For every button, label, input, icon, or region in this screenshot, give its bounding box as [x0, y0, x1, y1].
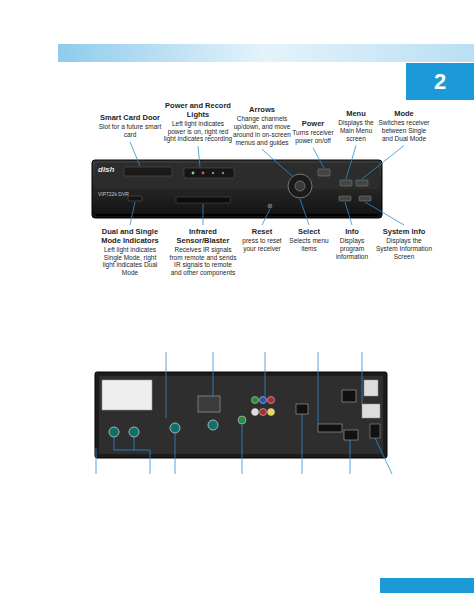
- model-name: VIP722k DVR: [98, 191, 129, 197]
- callout-heading: Info: [331, 228, 373, 237]
- light-panel: [184, 168, 234, 178]
- callout-description: Left light indicates Single Mode, right …: [97, 246, 163, 277]
- callout-heading: Smart Card Door: [97, 114, 163, 123]
- callout-description: Displays the Main Menu screen: [336, 119, 376, 142]
- callout-description: Displays program information: [331, 237, 373, 260]
- callout-description: Change channels up/down, and move around…: [233, 115, 291, 146]
- mode-button: [356, 180, 368, 186]
- callout-heading: Infrared Sensor/Blaster: [169, 228, 237, 245]
- leader-line: [346, 146, 356, 179]
- callout-heading: System Info: [375, 228, 433, 237]
- callout-heading: Reset: [239, 228, 285, 237]
- leader-line: [365, 202, 404, 225]
- leader-line: [313, 148, 324, 168]
- callout-heading: Power: [291, 120, 335, 129]
- leader-line: [262, 149, 292, 176]
- callout-description: Receives IR signals from remote and send…: [169, 246, 237, 277]
- reset-button: [268, 204, 272, 208]
- leader-line: [300, 199, 309, 225]
- callout-description: Left light indicates power is on, right …: [163, 120, 233, 143]
- callout-description: Selects menu items: [289, 237, 329, 253]
- callout-description: Slot for a future smart card: [97, 123, 163, 139]
- leader-line: [130, 202, 135, 225]
- callout-description: press to reset your receiver: [239, 237, 285, 253]
- callout-heading: Power and Record Lights: [163, 102, 233, 119]
- callout-heading: Mode: [376, 110, 432, 119]
- leader-line: [198, 146, 200, 167]
- power-button: [318, 169, 330, 176]
- leader-line: [203, 204, 204, 225]
- chapter-number: 2: [434, 69, 446, 95]
- callout-heading: Dual and Single Mode Indicators: [97, 228, 163, 245]
- select-button: [295, 181, 305, 191]
- callout-description: Switches receiver between Single and Dua…: [376, 119, 432, 142]
- callout-heading: Arrows: [233, 106, 291, 115]
- leader-line: [362, 146, 404, 179]
- rear-leader-lines: [96, 352, 392, 474]
- footer-bar: [380, 578, 474, 593]
- callout-description: Turns receiver power on/off: [291, 129, 335, 145]
- smart-card-slot: [124, 167, 172, 176]
- leader-line: [345, 202, 352, 225]
- info-button: [339, 196, 351, 201]
- receiver-rear: [95, 372, 387, 458]
- chapter-tab: 2: [406, 63, 474, 100]
- front-leader-lines: [130, 142, 404, 225]
- system-info-button: [359, 196, 371, 201]
- brand-logo: dish: [98, 165, 114, 174]
- menu-button: [340, 180, 352, 186]
- leader-line: [262, 209, 270, 225]
- header-bar: [58, 44, 474, 62]
- callout-heading: Select: [289, 228, 329, 237]
- arrow-pad: [288, 174, 312, 198]
- callout-heading: Menu: [336, 110, 376, 119]
- ir-window: [176, 197, 230, 203]
- leader-line: [130, 142, 140, 166]
- callout-description: Displays the System Information Screen: [375, 237, 433, 260]
- mode-indicators: [128, 196, 142, 201]
- receiver-front: [92, 160, 382, 218]
